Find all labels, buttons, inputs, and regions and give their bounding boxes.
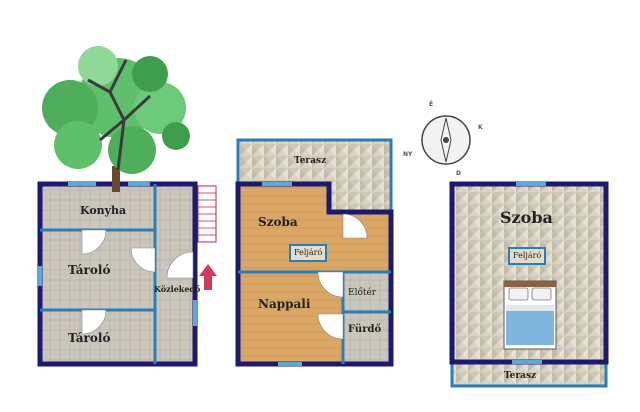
window — [68, 182, 96, 186]
room-label-tarolo: Tároló — [68, 263, 111, 277]
door-swing — [166, 251, 194, 279]
feljaro-badge: Feljáró — [508, 247, 547, 265]
window — [128, 182, 150, 186]
door-swing — [81, 309, 107, 335]
tree-icon — [42, 46, 190, 192]
window — [262, 182, 292, 186]
window — [512, 360, 542, 364]
terrace-outline — [450, 362, 608, 388]
plan-ground-floor — [37, 46, 217, 367]
compass-label-south: D — [456, 170, 461, 177]
compass-icon — [421, 115, 471, 165]
door-swing — [130, 247, 156, 273]
window — [516, 182, 546, 186]
door-swing — [81, 229, 107, 255]
room-label-nappali: Nappali — [258, 297, 311, 311]
room-label-tarolo: Tároló — [68, 331, 111, 345]
window — [278, 362, 302, 366]
terrace-fill — [452, 362, 606, 386]
attic-walls — [449, 181, 609, 365]
bath-fill — [343, 272, 391, 364]
room-label-kozlekedo: Közlekedő — [154, 284, 201, 294]
door-swing — [342, 213, 368, 239]
room-label-szoba: Szoba — [500, 208, 553, 227]
room-label-eloter: Előtér — [348, 288, 377, 298]
door-swing — [317, 313, 344, 340]
door-swing — [317, 271, 344, 298]
compass-label-north: É — [429, 101, 434, 108]
feljaro-badge: Feljáró — [289, 244, 328, 262]
room-label-furdo: Fürdő — [348, 324, 382, 335]
bed-icon — [503, 280, 557, 350]
plan-attic — [449, 181, 609, 388]
room-label-terasz: Terasz — [294, 156, 327, 166]
room-label-szoba: Szoba — [258, 215, 298, 229]
up-arrow-icon — [199, 264, 217, 290]
compass-label-west: NY — [403, 151, 413, 158]
room-label-terasz: Terasz — [504, 371, 537, 381]
staircase-icon — [197, 185, 217, 243]
compass-label-east: K — [478, 124, 483, 131]
plan-first-floor — [235, 138, 394, 367]
window — [193, 300, 197, 326]
first-floor-walls — [235, 181, 394, 367]
window — [38, 266, 42, 286]
room-label-konyha: Konyha — [80, 204, 127, 217]
